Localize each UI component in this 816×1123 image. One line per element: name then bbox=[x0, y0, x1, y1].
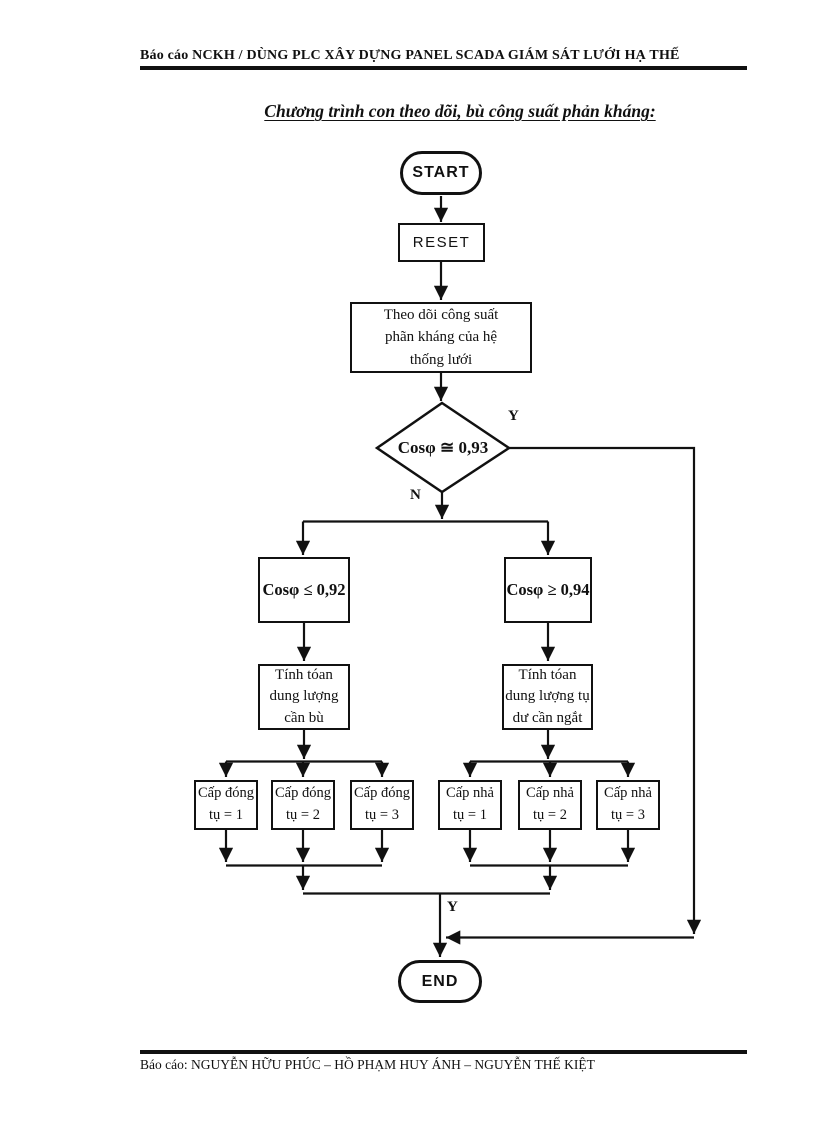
close-cap-1-label: Cấp đóng tụ = 1 bbox=[198, 785, 254, 823]
condition-high-node: Cosφ ≥ 0,94 bbox=[504, 557, 592, 623]
converge-yes-label: Y bbox=[447, 899, 458, 915]
start-node: START bbox=[400, 151, 482, 195]
header-rule bbox=[140, 66, 747, 70]
decision-no-label: N bbox=[410, 487, 421, 503]
close-cap-2-label: Cấp đóng tụ = 2 bbox=[275, 785, 331, 823]
end-node: END bbox=[398, 960, 482, 1003]
condition-high-label: Cosφ ≥ 0,94 bbox=[506, 580, 590, 599]
end-node-label: END bbox=[421, 972, 459, 990]
calc-disconnect-label: Tính tóan dung lượng tụ dư cần ngắt bbox=[505, 667, 590, 726]
close-cap-1-node: Cấp đóng tụ = 1 bbox=[194, 780, 258, 830]
page-title: Chương trình con theo dõi, bù công suất … bbox=[264, 101, 656, 121]
close-cap-2-node: Cấp đóng tụ = 2 bbox=[271, 780, 335, 830]
release-cap-1-node: Cấp nhả tụ = 1 bbox=[438, 780, 502, 830]
release-cap-2-node: Cấp nhả tụ = 2 bbox=[518, 780, 582, 830]
release-cap-1-label: Cấp nhả tụ = 1 bbox=[446, 785, 494, 823]
decision-node-label: Cosφ ≅ 0,93 bbox=[397, 437, 489, 457]
decision-yes-label: Y bbox=[508, 408, 519, 424]
reset-node-label: RESET bbox=[412, 234, 471, 251]
page-footer: Báo cáo: NGUYỄN HỮU PHÚC – HỒ PHẠM HUY Á… bbox=[140, 1057, 595, 1072]
page-header: Báo cáo NCKH / DÙNG PLC XÂY DỰNG PANEL S… bbox=[140, 48, 680, 63]
close-cap-3-node: Cấp đóng tụ = 3 bbox=[350, 780, 414, 830]
condition-low-node: Cosφ ≤ 0,92 bbox=[258, 557, 350, 623]
process-monitor-label: Theo dõi công suất phãn kháng của hệ thố… bbox=[383, 306, 499, 368]
footer-rule bbox=[140, 1050, 747, 1054]
release-cap-3-node: Cấp nhả tụ = 3 bbox=[596, 780, 660, 830]
start-node-label: START bbox=[412, 164, 470, 181]
reset-node: RESET bbox=[398, 223, 485, 262]
calc-disconnect-node: Tính tóan dung lượng tụ dư cần ngắt bbox=[502, 664, 593, 730]
connector-yes-loop bbox=[508, 446, 702, 934]
release-cap-3-label: Cấp nhả tụ = 3 bbox=[604, 785, 652, 823]
decision-node: Cosφ ≅ 0,93 bbox=[377, 403, 509, 492]
process-monitor-node: Theo dõi công suất phãn kháng của hệ thố… bbox=[350, 302, 532, 373]
condition-low-label: Cosφ ≤ 0,92 bbox=[262, 580, 346, 599]
calc-compensation-label: Tính tóan dung lượng cần bù bbox=[269, 667, 339, 726]
calc-compensation-node: Tính tóan dung lượng cần bù bbox=[258, 664, 350, 730]
close-cap-3-label: Cấp đóng tụ = 3 bbox=[354, 785, 410, 823]
release-cap-2-label: Cấp nhả tụ = 2 bbox=[526, 785, 574, 823]
